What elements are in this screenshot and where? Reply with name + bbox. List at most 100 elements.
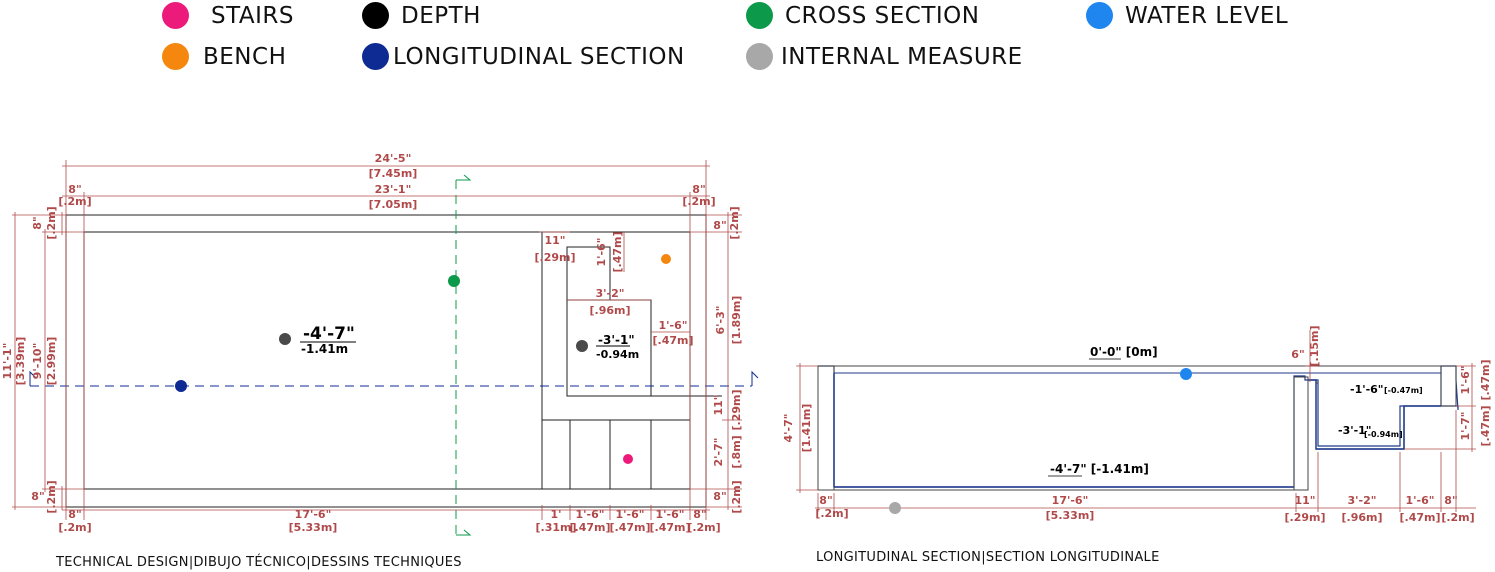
dim-bottom-4: 1'-6" <box>656 508 685 521</box>
internal-measure-dot-icon <box>746 43 773 70</box>
bench-level-label: -1'-6" <box>1350 383 1384 396</box>
dim-left-wall-top: 8" <box>68 183 81 196</box>
sec-dim-b-right: 8" <box>1444 494 1457 507</box>
sec-dim-b-step: 3'-2" <box>1348 494 1377 507</box>
legend-label: LONGITUDINAL SECTION <box>393 43 685 70</box>
plan-dimension-lines <box>12 160 742 520</box>
plan-view: 24'-5" [7.45m] 23'-1" [7.05m] 8" [.2m] 8… <box>1 152 759 536</box>
dim-inner-length-m: [7.05m] <box>369 198 418 211</box>
depth-main-label: -4'-7" <box>303 324 355 344</box>
step-level-label-m: [-0.94m] <box>1364 430 1403 439</box>
dim-bottom-left-wall: 8" <box>68 508 81 521</box>
sec-dim-wall-top-m: [.15m] <box>1308 325 1321 366</box>
legend-item-depth: DEPTH <box>362 2 481 29</box>
dim-bottom-2: 1'-6" <box>576 508 605 521</box>
dim-bottom-1-m: [.31m] <box>535 521 576 534</box>
sec-dim-b-wall-m: [.29m] <box>1284 511 1325 524</box>
depth-step-label: -3'-1" <box>598 333 635 347</box>
sec-dim-wall-top: 6" <box>1291 348 1304 361</box>
dim-bottom-2-m: [.47m] <box>569 521 610 534</box>
sec-dim-b-bench-m: [.47m] <box>1399 511 1440 524</box>
dim-right-upper: 6'-3" <box>714 306 727 335</box>
legend-item-water-level: WATER LEVEL <box>1086 2 1288 29</box>
section-arrow-icon <box>456 174 472 181</box>
longitudinal-section-dot-icon <box>362 43 389 70</box>
section-view: 0'-0" [0m] -1'-6" [-0.47m] -3'-1" [-0.94… <box>782 325 1492 524</box>
legend-label: CROSS SECTION <box>785 2 980 29</box>
section-caption: LONGITUDINAL SECTION|SECTION LONGITUDINA… <box>816 550 1160 565</box>
dim-inner-length: 23'-1" <box>375 183 412 196</box>
legend-item-bench: BENCH <box>162 43 286 70</box>
sec-dim-right-lower: 1'-7" <box>1459 412 1472 441</box>
plan-caption: TECHNICAL DESIGN|DIBUJO TÉCNICO|DESSINS … <box>56 555 462 570</box>
dim-bottom-3: 1'-6" <box>616 508 645 521</box>
dim-right-mid: 11" <box>712 394 725 415</box>
dim-bottom-5: 8" <box>693 508 706 521</box>
legend-label: STAIRS <box>211 2 294 29</box>
dim-bench-side-m: [.47m] <box>652 334 693 347</box>
longitudinal-section-marker-dot <box>175 380 187 392</box>
bench-level-label-m: [-0.47m] <box>1384 386 1423 395</box>
sec-dim-b-wall: 11" <box>1294 494 1315 507</box>
legend-label: DEPTH <box>401 2 481 29</box>
depth-marker-dot <box>279 333 291 345</box>
legend-label: INTERNAL MEASURE <box>781 43 1023 70</box>
dim-right-bottom-wall: 8" <box>713 490 726 503</box>
sec-dim-b-bench: 1'-6" <box>1406 494 1435 507</box>
water-level-label: 0'-0" [0m] <box>1090 345 1158 359</box>
dim-right-bottom-wall-m: [.2m] <box>730 480 743 513</box>
cross-section-dot-icon <box>746 2 773 29</box>
sec-dim-b-step-m: [.96m] <box>1341 511 1382 524</box>
floor-level-label: -4'-7" [-1.41m] <box>1050 462 1149 476</box>
dim-right-lower-m: [.8m] <box>730 435 743 468</box>
legend: STAIRS DEPTH CROSS SECTION WATER LEVEL B… <box>0 0 1495 80</box>
water-level-marker-dot <box>1180 368 1192 380</box>
dim-stair-offset-m: [.29m] <box>534 251 575 264</box>
dim-overall-width: 11'-1" <box>1 343 14 380</box>
dim-right-top-wall: 8" <box>713 219 726 232</box>
dim-bottom-left-wall-m: [.2m] <box>58 521 91 534</box>
legend-item-cross-section: CROSS SECTION <box>746 2 980 29</box>
legend-label: WATER LEVEL <box>1125 2 1289 29</box>
dim-bottom-1: 1' <box>550 508 561 521</box>
dim-bench-vert: 1'-6" <box>595 238 608 267</box>
dim-bottom-3-m: [.47m] <box>609 521 650 534</box>
sec-dim-b-main: 17'-6" <box>1052 494 1089 507</box>
water-level-dot-icon <box>1086 2 1113 29</box>
dim-top-wall-left-m: [.2m] <box>45 206 58 239</box>
sec-dim-b-right-m: [.2m] <box>1441 511 1474 524</box>
section-right-wall <box>1440 365 1457 407</box>
dim-bottom-wall-left: 8" <box>31 490 44 503</box>
dim-right-top-wall-m: [.2m] <box>728 206 741 239</box>
dim-right-upper-m: [1.89m] <box>730 296 743 345</box>
dim-top-wall-left: 8" <box>31 216 44 229</box>
dim-overall-length-m: [7.45m] <box>369 167 418 180</box>
depth-marker-dot <box>576 340 588 352</box>
depth-main-label-m: -1.41m <box>301 342 348 356</box>
dim-inner-width: 9'-10" <box>31 343 44 380</box>
sec-dim-right-upper: 1'-6" <box>1459 366 1472 395</box>
sec-dim-b-left: 8" <box>819 494 832 507</box>
section-arrow-icon <box>751 370 759 386</box>
section-dimension-lines <box>796 330 1476 512</box>
sec-dim-b-left-m: [.2m] <box>815 507 848 520</box>
dim-bottom-5-m: [.2m] <box>687 521 720 534</box>
dim-bottom-4-m: [.47m] <box>649 521 690 534</box>
sec-dim-right-upper-m: [.47m] <box>1479 359 1492 400</box>
section-arrow-icon <box>456 529 472 536</box>
internal-measure-marker-dot <box>889 502 901 514</box>
legend-item-stairs: STAIRS <box>162 2 294 29</box>
dim-right-wall-top-m: [.2m] <box>682 195 715 208</box>
sec-dim-depth-m: [1.41m] <box>800 404 813 453</box>
dim-left-wall-top-m: [.2m] <box>58 195 91 208</box>
dim-bench-side: 1'-6" <box>659 319 688 332</box>
sec-dim-right-lower-m: [.47m] <box>1479 405 1492 446</box>
step-level-label: -3'-1" <box>1338 424 1372 437</box>
dim-right-mid-m: [.29m] <box>730 389 743 430</box>
dim-main-length: 17'-6" <box>295 508 332 521</box>
section-left-wall <box>817 365 835 491</box>
stairs-dot-icon <box>162 2 189 29</box>
legend-item-longitudinal-section: LONGITUDINAL SECTION <box>362 43 685 70</box>
stairs-marker-dot <box>623 454 633 464</box>
dim-bottom-wall-left-m: [.2m] <box>45 480 58 513</box>
